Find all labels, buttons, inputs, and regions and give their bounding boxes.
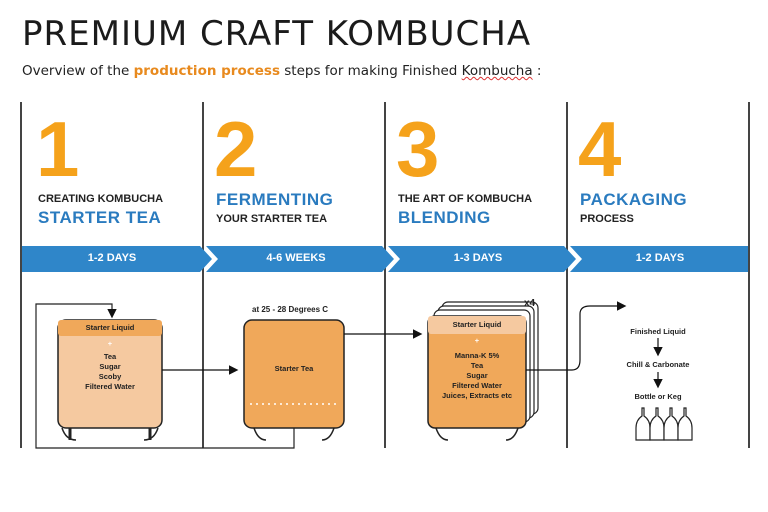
arrow-3-to-4 bbox=[526, 301, 627, 371]
step-number-2: 2 bbox=[214, 105, 258, 193]
step-3-small-label: THE ART OF KOMBUCHA bbox=[398, 193, 533, 205]
step-number-3: 3 bbox=[396, 105, 440, 193]
step-1-large-label: STARTER TEA bbox=[38, 208, 162, 227]
tank-3-plus: + bbox=[474, 336, 480, 345]
packaging-chill-carbonate: Chill & Carbonate bbox=[626, 360, 690, 369]
tank-2 bbox=[243, 319, 345, 441]
step-number-1: 1 bbox=[36, 105, 80, 193]
tank-1-item-scoby: Scoby bbox=[98, 372, 122, 381]
subtitle-text-end: : bbox=[532, 63, 542, 79]
banner-segment-4 bbox=[570, 246, 748, 272]
process-diagram bbox=[35, 301, 693, 449]
step-4-small-label: PROCESS bbox=[580, 213, 634, 225]
tank-1-item-sugar: Sugar bbox=[99, 362, 121, 371]
tank-3-multiplier: x4 bbox=[524, 298, 536, 309]
tank-3-item-water: Filtered Water bbox=[452, 381, 502, 390]
duration-2: 4-6 WEEKS bbox=[266, 252, 326, 264]
divider-2 bbox=[202, 102, 204, 448]
subtitle-highlight: production process bbox=[133, 63, 280, 79]
step-4-large-label: PACKAGING bbox=[580, 190, 688, 209]
page-subtitle: Overview of the production process steps… bbox=[22, 63, 541, 79]
recycle-arrow bbox=[35, 303, 295, 449]
tank-3-stack bbox=[427, 301, 539, 441]
divider-4 bbox=[566, 102, 568, 448]
subtitle-text-mid: steps for making Finished bbox=[279, 63, 462, 79]
banner-segment-3 bbox=[388, 246, 576, 272]
step-2-small-label: YOUR STARTER TEA bbox=[216, 213, 328, 225]
tank-2-temperature: at 25 - 28 Degrees C bbox=[252, 305, 329, 314]
duration-banner bbox=[22, 246, 748, 272]
subtitle-kombucha: Kombucha bbox=[461, 63, 533, 79]
tank-1-item-tea: Tea bbox=[103, 352, 117, 361]
tank-3-item-sugar: Sugar bbox=[466, 371, 488, 380]
divider-1 bbox=[20, 102, 22, 448]
tank-3-top-label: Starter Liquid bbox=[452, 320, 502, 329]
duration-4: 1-2 DAYS bbox=[635, 252, 685, 264]
duration-1: 1-2 DAYS bbox=[87, 252, 137, 264]
tank-3-item-tea: Tea bbox=[470, 361, 484, 370]
packaging-finished-liquid: Finished Liquid bbox=[630, 327, 686, 336]
step-number-4: 4 bbox=[578, 105, 622, 193]
banner-segment-1 bbox=[22, 246, 212, 272]
tank-1-item-water: Filtered Water bbox=[85, 382, 135, 391]
banner-segment-2 bbox=[206, 246, 394, 272]
divider-5 bbox=[748, 102, 750, 448]
tank-3-item-manna: Manna-K 5% bbox=[454, 351, 500, 360]
tank-1-top-label: Starter Liquid bbox=[85, 323, 135, 332]
tank-2-label: Starter Tea bbox=[274, 364, 314, 373]
packaging-bottle-keg: Bottle or Keg bbox=[634, 392, 682, 401]
step-1-small-label: CREATING KOMBUCHA bbox=[38, 193, 164, 205]
tank-1-plus: + bbox=[107, 339, 113, 348]
subtitle-text: Overview of the bbox=[22, 63, 134, 79]
step-3-large-label: BLENDING bbox=[398, 208, 491, 227]
divider-3 bbox=[384, 102, 386, 448]
page-title: PREMIUM CRAFT KOMBUCHA bbox=[22, 14, 532, 54]
duration-3: 1-3 DAYS bbox=[453, 252, 503, 264]
step-2-large-label: FERMENTING bbox=[216, 190, 334, 209]
tank-3-item-juices: Juices, Extracts etc bbox=[441, 391, 513, 400]
tank-1 bbox=[57, 319, 163, 441]
bottles bbox=[635, 407, 693, 441]
